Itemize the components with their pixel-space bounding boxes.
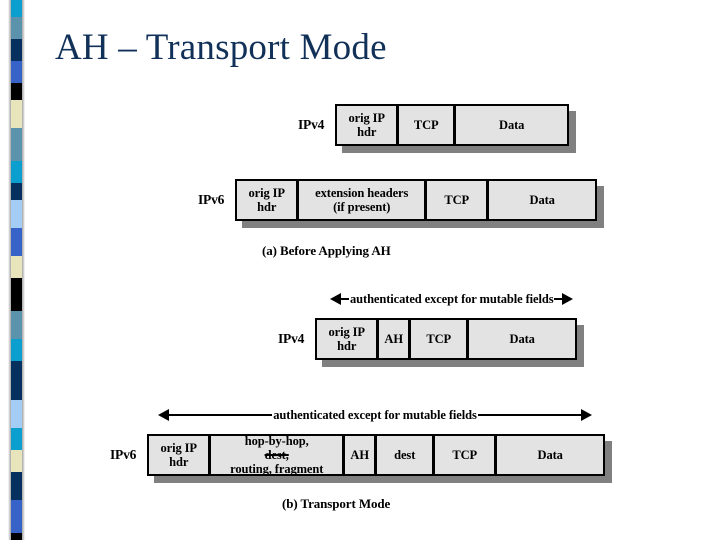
packet-row-ipv6-after: IPv6 orig IP hdr hop-by-hop,dest, routin… [110,434,613,483]
cell-line-1: orig IP [160,441,197,455]
arrow-line-left [341,298,349,300]
strip-color-block [11,183,22,200]
cell-line-1-text: hop-by-hop, [244,434,309,448]
strip-color-block [11,500,22,533]
strip-color-block [11,17,22,39]
cell-line-1: Data [537,448,563,462]
row-label-ipv4: IPv4 [298,117,325,132]
caption-before-applying-ah: (a) Before Applying AH [262,243,391,258]
cell-line-1: Data [499,118,525,132]
arrow-head-left-icon [330,293,341,305]
packet-cell-tcp: TCP [409,318,468,360]
row-label-ipv6: IPv6 [110,447,137,462]
annotation-auth-scope-ipv6: authenticated except for mutable fields [158,407,593,423]
cell-line-1: orig IP [348,111,385,125]
strip-color-block [11,400,22,428]
cell-line-1-struck-text: dest, [264,448,289,462]
packet-cell-hop-by-hop-routing-fragment: hop-by-hop,dest, routing, fragment [209,434,344,476]
row-label-ipv6: IPv6 [198,192,225,207]
packet-row-ipv6-before: IPv6 orig IP hdr extension headers (if p… [198,179,605,228]
packet-cell-extension-headers: extension headers (if present) [297,179,426,221]
decorative-color-strip [8,0,25,540]
strip-color-block [11,256,22,278]
packet-row-ipv4-before: IPv4 orig IP hdr TCP Data [298,104,577,153]
strip-color-block [11,450,22,472]
cell-line-1: orig IP [328,325,365,339]
cell-line-1: hop-by-hop,dest, [230,434,323,462]
packet-cell-ah: AH [343,434,376,476]
strip-color-block [11,39,22,61]
strip-color-blocks [11,0,22,540]
strip-color-block [11,100,22,128]
packet-cell-orig-ip-hdr: orig IP hdr [315,318,378,360]
annotation-auth-scope-ipv4: authenticated except for mutable fields [330,291,592,307]
strip-color-block [11,161,22,183]
packet-boxes: orig IP hdr hop-by-hop,dest, routing, fr… [147,434,613,483]
strip-color-block [11,339,22,361]
packet-cell-dest: dest [375,434,434,476]
strip-color-block [11,311,22,339]
packet-cell-orig-ip-hdr: orig IP hdr [147,434,210,476]
cell-line-1: TCP [413,118,439,132]
packet-cell-ah: AH [377,318,410,360]
cell-line-1: Data [509,332,535,346]
packet-cell-orig-ip-hdr: orig IP hdr [335,104,398,146]
cell-line-2: hdr [337,339,357,353]
packet-boxes: orig IP hdr extension headers (if presen… [235,179,605,228]
cell-line-2: hdr [357,125,377,139]
strip-color-block [11,128,22,161]
packet-cell-tcp: TCP [433,434,496,476]
cell-line-1: orig IP [248,186,285,200]
strip-color-block [11,61,22,83]
packet-cell-data: Data [487,179,598,221]
strip-color-block [11,428,22,450]
row-label-ipv4: IPv4 [278,331,305,346]
packet-boxes: orig IP hdr AH TCP Data [315,318,585,367]
annotation-label: authenticated except for mutable fields [273,407,477,422]
strip-color-block [11,0,22,17]
packet-cell-data: Data [495,434,606,476]
strip-color-block [11,83,22,100]
cell-line-1: Data [529,193,555,207]
strip-color-block [11,361,22,400]
cell-line-1: AH [384,332,403,346]
strip-color-block [11,200,22,228]
cell-line-2: (if present) [333,200,391,214]
arrow-head-right-icon [562,293,574,305]
arrow-line-right [554,298,563,300]
cell-line-1: AH [350,448,369,462]
cell-line-2: hdr [257,200,277,214]
packet-cell-orig-ip-hdr: orig IP hdr [235,179,298,221]
strip-color-block [11,228,22,256]
arrow-head-left-icon [158,409,169,421]
arrow-line-right [477,414,582,416]
caption-transport-mode: (b) Transport Mode [282,496,391,511]
strip-color-block [11,278,22,311]
packet-row-ipv4-after: IPv4 orig IP hdr AH TCP Data [278,318,585,367]
packet-boxes: orig IP hdr TCP Data [335,104,577,153]
annotation-label: authenticated except for mutable fields [350,291,554,306]
strip-color-block [11,533,22,540]
cell-line-2: routing, fragment [230,462,324,476]
packet-cell-data: Data [454,104,570,146]
cell-line-2: hdr [169,455,189,469]
packet-cell-tcp: TCP [425,179,488,221]
strip-color-block [11,472,22,500]
arrow-line-left [169,414,273,416]
strip-right-shadow [22,0,25,540]
arrow-head-right-icon [581,409,593,421]
cell-line-1: TCP [426,332,452,346]
cell-line-1: dest [394,448,416,462]
cell-line-1: extension headers [315,186,409,200]
page-title: AH – Transport Mode [55,27,387,68]
cell-line-1: TCP [452,448,478,462]
strip-left-shadow [8,0,12,540]
packet-cell-data: Data [467,318,578,360]
cell-line-1: TCP [444,193,470,207]
packet-cell-tcp: TCP [397,104,455,146]
